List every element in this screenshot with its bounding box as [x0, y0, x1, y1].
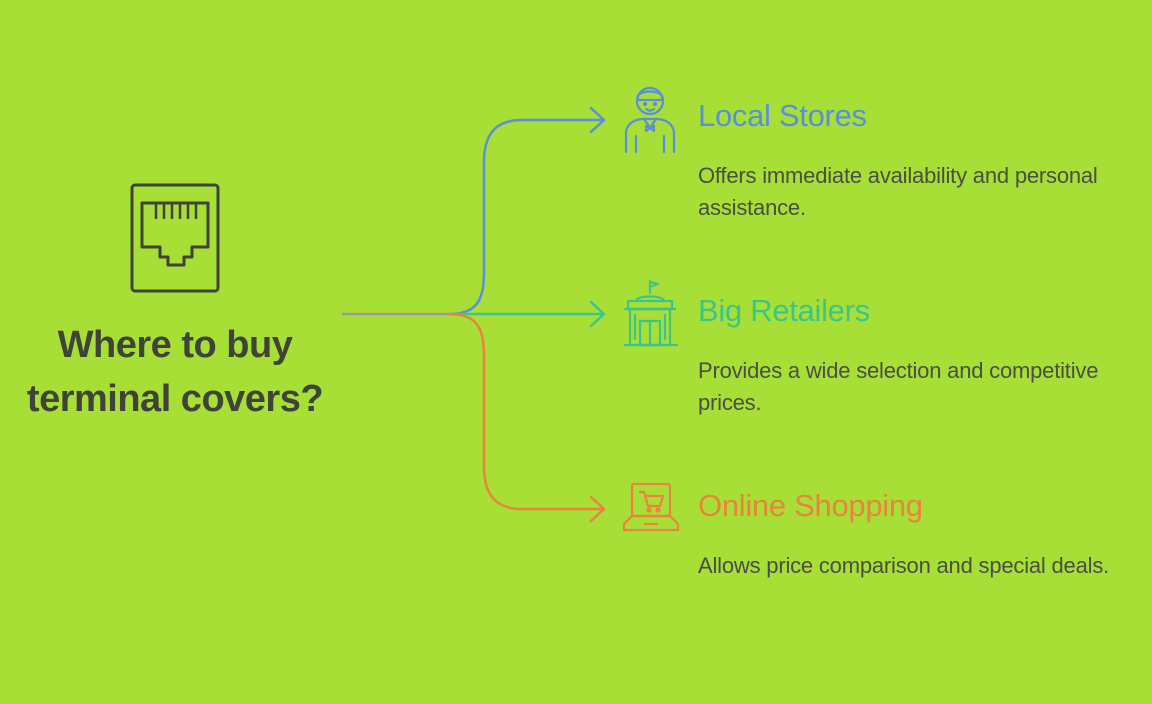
root-title: Where to buy terminal covers?	[26, 324, 324, 420]
shopkeeper-icon	[624, 86, 676, 154]
branch-label: Local Stores	[698, 98, 867, 133]
branch-description: Allows price comparison and special deal…	[698, 553, 1110, 578]
arrow-local-stores	[589, 106, 606, 134]
connector-local-stores	[449, 118, 602, 316]
arrow-big-retailers	[589, 300, 606, 328]
branch-description: Offers immediate availability and person…	[698, 163, 1098, 220]
store-building-icon	[623, 279, 679, 347]
branch-description: Provides a wide selection and competitiv…	[698, 358, 1099, 415]
branch-label: Big Retailers	[698, 293, 870, 328]
arrow-online-shopping	[589, 495, 606, 523]
ethernet-port-icon	[130, 183, 220, 293]
connector-online-shopping	[449, 312, 602, 511]
branch-label: Online Shopping	[698, 488, 923, 523]
laptop-cart-icon	[622, 482, 680, 532]
